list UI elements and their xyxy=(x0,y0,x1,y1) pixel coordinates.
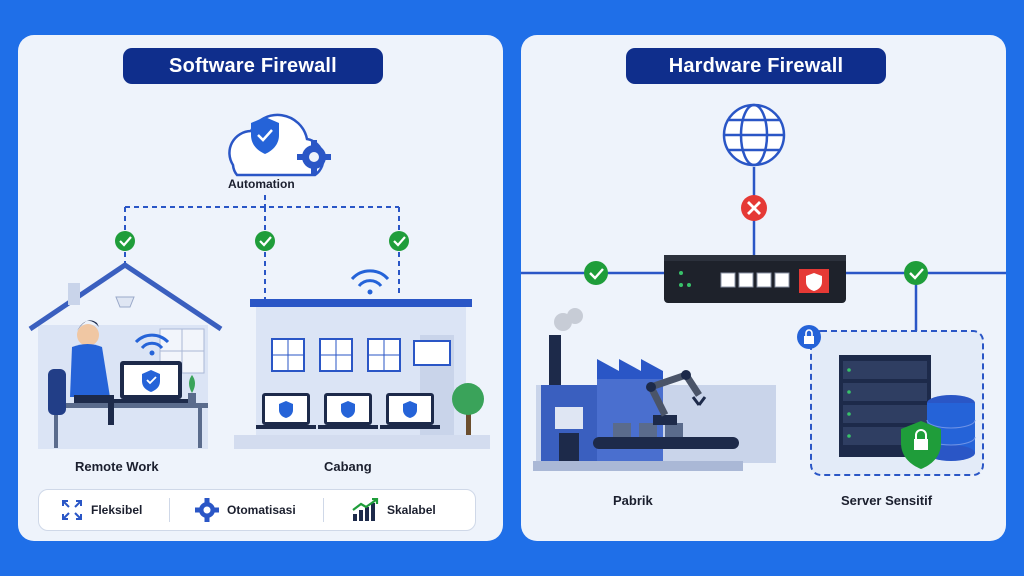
feature-bar: Fleksibel Otomatisasi xyxy=(38,489,476,531)
firewall-appliance-icon xyxy=(664,255,846,303)
divider xyxy=(169,498,170,522)
hardware-firewall-title: Hardware Firewall xyxy=(626,48,886,84)
branch-office-illustration xyxy=(234,269,490,449)
globe-icon xyxy=(722,103,786,167)
feature-scalable: Skalabel xyxy=(351,490,436,530)
gear-icon xyxy=(297,140,331,174)
server-label: Server Sensitif xyxy=(841,493,933,508)
factory-illustration xyxy=(533,308,776,471)
block-icon xyxy=(741,195,767,221)
divider xyxy=(323,498,324,522)
expand-arrows-icon xyxy=(62,500,82,520)
software-firewall-illustration xyxy=(28,113,490,449)
hardware-firewall-panel: Hardware Firewall Pabrik Server Sensitif xyxy=(521,35,1006,541)
feature-automation: Otomatisasi xyxy=(195,490,296,530)
house-illustration xyxy=(28,261,223,449)
feature-label: Fleksibel xyxy=(91,503,143,517)
branch-label: Cabang xyxy=(324,459,372,474)
sensitive-server-illustration xyxy=(797,325,984,476)
remote-work-label: Remote Work xyxy=(75,459,159,474)
check-badge-icon xyxy=(584,261,928,285)
software-firewall-title: Software Firewall xyxy=(123,48,383,84)
feature-label: Otomatisasi xyxy=(227,503,296,517)
feature-flexible: Fleksibel xyxy=(61,490,142,530)
hardware-firewall-illustration xyxy=(521,103,1006,476)
automation-label: Automation xyxy=(228,177,295,191)
software-firewall-panel: Software Firewall Automation Remote Work… xyxy=(18,35,503,541)
factory-label: Pabrik xyxy=(613,493,653,508)
gear-icon xyxy=(195,498,219,522)
wifi-icon xyxy=(350,269,390,288)
wifi-icon xyxy=(134,333,170,350)
growth-chart-icon xyxy=(352,498,379,521)
feature-label: Skalabel xyxy=(387,503,436,517)
check-badge-icon xyxy=(115,231,409,251)
